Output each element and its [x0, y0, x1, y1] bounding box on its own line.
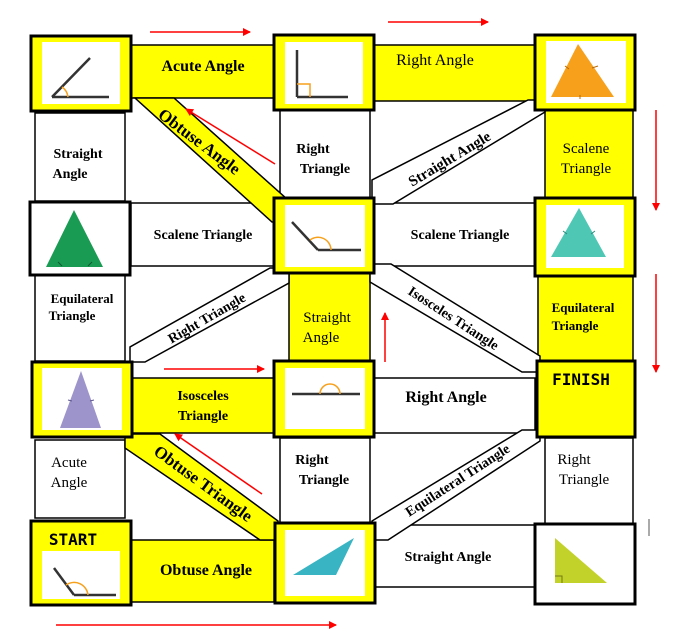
isosceles-triangle-icon	[551, 208, 606, 257]
path-label-obtuse-angle-bottom: Obtuse Angle	[160, 562, 252, 579]
direction-arrows	[56, 18, 660, 629]
space-r2c3[interactable]	[533, 196, 637, 278]
path-label-scalene-right-col-1: Scalene	[563, 141, 610, 157]
path-label-isosceles-triangle-diagonal: Isosceles Triangle	[405, 284, 501, 354]
path-right-angle-mid[interactable]	[373, 377, 536, 434]
path-label-straight-angle-mid-2: Angle	[303, 330, 340, 346]
path-scalene-triangle-left[interactable]	[130, 202, 275, 267]
arrow-up-left-icon	[185, 108, 276, 165]
path-label-equilateral-right-1: Equilateral	[552, 300, 615, 315]
path-label-right-triangle-right-bottom-2: Triangle	[559, 472, 610, 488]
path-label-equilateral-left-1: Equilateral	[51, 291, 114, 306]
space-r2c2[interactable]	[272, 196, 376, 275]
start-label: START	[49, 530, 97, 549]
path-right-triangle-right-bottom[interactable]	[544, 437, 634, 525]
path-label-equilateral-right-2: Triangle	[552, 318, 599, 333]
path-label-right-triangle-mid-bottom-1: Right	[295, 453, 329, 468]
obtuse-angle-icon	[291, 221, 361, 252]
path-label-scalene-right: Scalene Triangle	[411, 228, 510, 243]
path-label-isosceles-2: Triangle	[178, 409, 228, 424]
path-label-acute-angle-left-2: Angle	[51, 475, 88, 491]
space-finish[interactable]: FINISH	[535, 359, 637, 439]
path-label-straight-angle-mid-1: Straight	[303, 310, 351, 326]
path-label-right-angle-mid: Right Angle	[405, 389, 486, 406]
space-r4c2[interactable]	[273, 521, 377, 605]
space-r4c3[interactable]	[533, 522, 637, 606]
path-label-right-triangle-right-bottom-1: Right	[557, 452, 591, 468]
path-label-obtuse-angle-diagonal: Obtuse Angle	[155, 105, 245, 179]
space-r2c1[interactable]	[28, 200, 132, 277]
path-isosceles-triangle[interactable]	[130, 377, 275, 434]
obtuse-angle-icon	[52, 567, 116, 597]
path-label-right-triangle-mid-bottom-2: Triangle	[299, 473, 349, 488]
path-acute-angle-left[interactable]	[34, 439, 126, 519]
path-label-scalene-right-col-2: Triangle	[561, 161, 612, 177]
space-r1c3[interactable]	[533, 33, 637, 112]
scalene-triangle-icon	[551, 44, 614, 99]
right-angle-icon	[295, 50, 348, 99]
path-label-isosceles-1: Isosceles	[177, 389, 229, 404]
path-straight-angle-bottom[interactable]	[373, 524, 536, 588]
path-label-straight-angle-left-2: Angle	[53, 167, 88, 182]
path-label-equilateral-left-2: Triangle	[49, 308, 96, 323]
space-r1c1[interactable]	[29, 34, 133, 113]
path-label-equilateral-triangle-diagonal: Equilateral Triangle	[403, 442, 513, 521]
space-start[interactable]: START	[29, 519, 133, 607]
path-label-right-triangle-mid-top-2: Triangle	[300, 162, 350, 177]
obtuse-triangle-icon	[293, 538, 354, 575]
space-r1c2[interactable]	[272, 33, 376, 112]
path-label-right-angle-top: Right Angle	[396, 52, 474, 69]
path-label-straight-angle-left-1: Straight	[54, 147, 103, 162]
path-right-angle-top[interactable]	[373, 44, 536, 102]
path-label-acute-angle-left-1: Acute	[51, 455, 87, 471]
path-straight-angle-mid[interactable]	[288, 272, 371, 362]
path-equilateral-triangle-left[interactable]	[34, 272, 126, 362]
right-triangle-icon	[555, 538, 607, 583]
isosceles-triangle-icon	[60, 371, 101, 428]
path-scalene-triangle-right-col[interactable]	[544, 109, 634, 201]
acute-angle-icon	[51, 57, 109, 99]
path-label-straight-angle-bottom: Straight Angle	[405, 550, 492, 565]
path-label-acute-angle: Acute Angle	[161, 58, 244, 75]
path-label-scalene-left: Scalene Triangle	[154, 228, 253, 243]
path-acute-angle[interactable]	[130, 44, 275, 99]
space-r3c1[interactable]	[30, 360, 134, 439]
arrow-up-left-icon	[174, 433, 263, 495]
straight-angle-icon	[292, 383, 360, 396]
space-r3c2[interactable]	[272, 359, 376, 439]
path-label-right-triangle-mid-top-1: Right	[296, 142, 330, 157]
equilateral-triangle-icon	[46, 210, 103, 267]
finish-label: FINISH	[552, 370, 610, 389]
path-straight-angle-left[interactable]	[34, 112, 126, 202]
